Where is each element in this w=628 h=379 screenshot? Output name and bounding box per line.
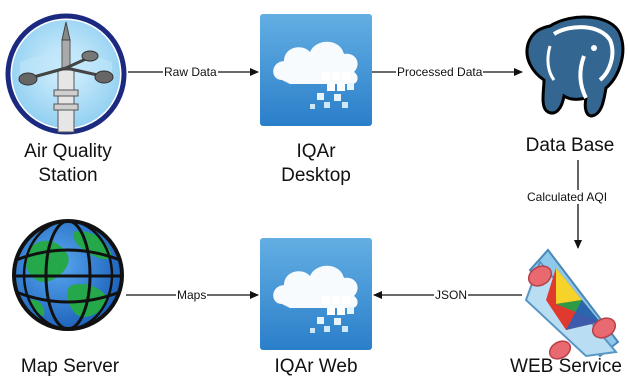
edge-label-calculated-aqi: Calculated AQI (526, 190, 609, 204)
globe-icon (12, 219, 124, 331)
edge-label-processed-data: Processed Data (396, 65, 484, 79)
postgresql-elephant-icon (525, 15, 625, 118)
cloud-app-icon (260, 238, 372, 350)
node-label-air-quality-station: Air Quality Station (24, 141, 112, 186)
edge-label-json: JSON (434, 288, 469, 302)
node-label-data-base: Data Base (525, 135, 615, 156)
cloud-app-icon (260, 14, 372, 126)
node-label-web-service: WEB Service (510, 356, 622, 377)
node-label-map-server: Map Server (20, 356, 120, 377)
node-label-iqar-web: IQAr Web (274, 356, 358, 377)
node-label-iqar-desktop: IQAr Desktop (281, 141, 351, 186)
edge-label-maps: Maps (176, 288, 208, 302)
anemometer-station-icon (5, 13, 127, 135)
edge-label-raw-data: Raw Data (163, 65, 218, 79)
web-service-prism-icon (524, 248, 620, 360)
